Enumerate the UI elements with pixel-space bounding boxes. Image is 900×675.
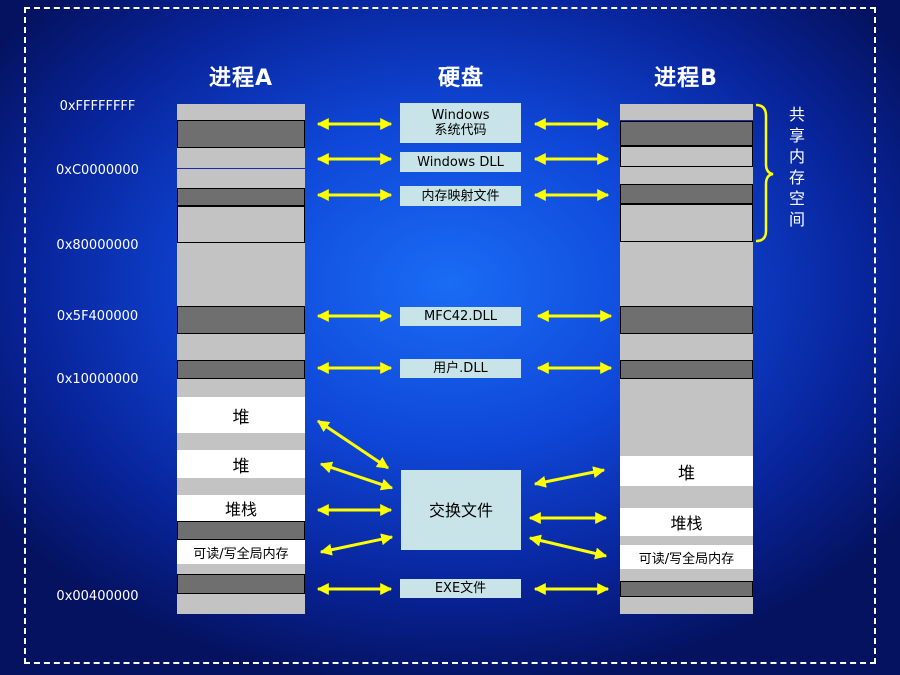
heading-process-b: 进程B — [654, 66, 718, 91]
segment-windows-dll — [620, 146, 753, 167]
disk-swap-file: 交换文件 — [401, 470, 521, 550]
segment-windows-code — [620, 121, 753, 146]
segment-stack: 堆栈 — [620, 508, 753, 536]
segment-user-dll — [177, 360, 305, 379]
segment-divider — [620, 120, 753, 121]
segment-mmap — [620, 184, 753, 204]
disk-exe-file: EXE文件 — [400, 579, 521, 598]
segment-user-dll — [620, 360, 753, 379]
segment-heap: 堆 — [620, 456, 753, 486]
segment-stack: 堆栈 — [177, 495, 305, 521]
arrow-rw-a-swap — [319, 533, 394, 556]
disk-mfc42-dll: MFC42.DLL — [400, 307, 521, 326]
disk-user-dll: 用户.DLL — [400, 359, 521, 378]
segment-rw-global: 可读/写全局内存 — [177, 540, 305, 564]
heading-process-a: 进程A — [208, 66, 274, 91]
disk-label: Windows — [431, 108, 490, 123]
slide-border — [24, 7, 876, 664]
segment-windows-code — [177, 120, 305, 148]
disk-windows-system-code: Windows 系统代码 — [400, 103, 521, 143]
arrow-heap2-swap — [319, 461, 394, 491]
address-label: 0x5F400000 — [56, 309, 139, 324]
arrow-rw-b-swap — [528, 534, 608, 560]
shared-memory-label: 共享内存空间 — [788, 105, 805, 229]
address-label: 0xC0000000 — [56, 163, 139, 178]
segment-mfc42 — [177, 306, 305, 334]
arrow-heap1-swap — [317, 419, 389, 470]
shared-memory-bracket — [755, 103, 774, 243]
segment-heap: 堆 — [177, 397, 305, 433]
segment-mfc42 — [620, 306, 753, 334]
segment-exe — [620, 581, 753, 597]
arrow-heap-b-swap — [533, 466, 606, 488]
disk-mmap-file: 内存映射文件 — [400, 186, 521, 206]
segment-heap: 堆 — [177, 450, 305, 478]
segment-shared — [620, 204, 753, 242]
process-a-address-space: 堆 堆 堆栈 可读/写全局内存 — [177, 104, 305, 614]
address-label: 0x80000000 — [56, 238, 139, 253]
segment-divider — [177, 168, 305, 169]
segment-rw-global: 可读/写全局内存 — [620, 545, 753, 569]
address-label: 0xFFFFFFFF — [59, 99, 136, 114]
process-b-address-space: 堆 堆栈 可读/写全局内存 — [620, 104, 753, 614]
address-label: 0x00400000 — [56, 589, 139, 604]
segment-exe — [177, 574, 305, 594]
segment-mmap — [177, 188, 305, 206]
heading-disk: 硬盘 — [437, 66, 484, 91]
disk-label: 系统代码 — [434, 123, 487, 138]
disk-windows-dll: Windows DLL — [400, 152, 521, 172]
segment-shared — [177, 206, 305, 243]
address-label: 0x10000000 — [56, 372, 139, 387]
segment-gap — [177, 521, 305, 540]
